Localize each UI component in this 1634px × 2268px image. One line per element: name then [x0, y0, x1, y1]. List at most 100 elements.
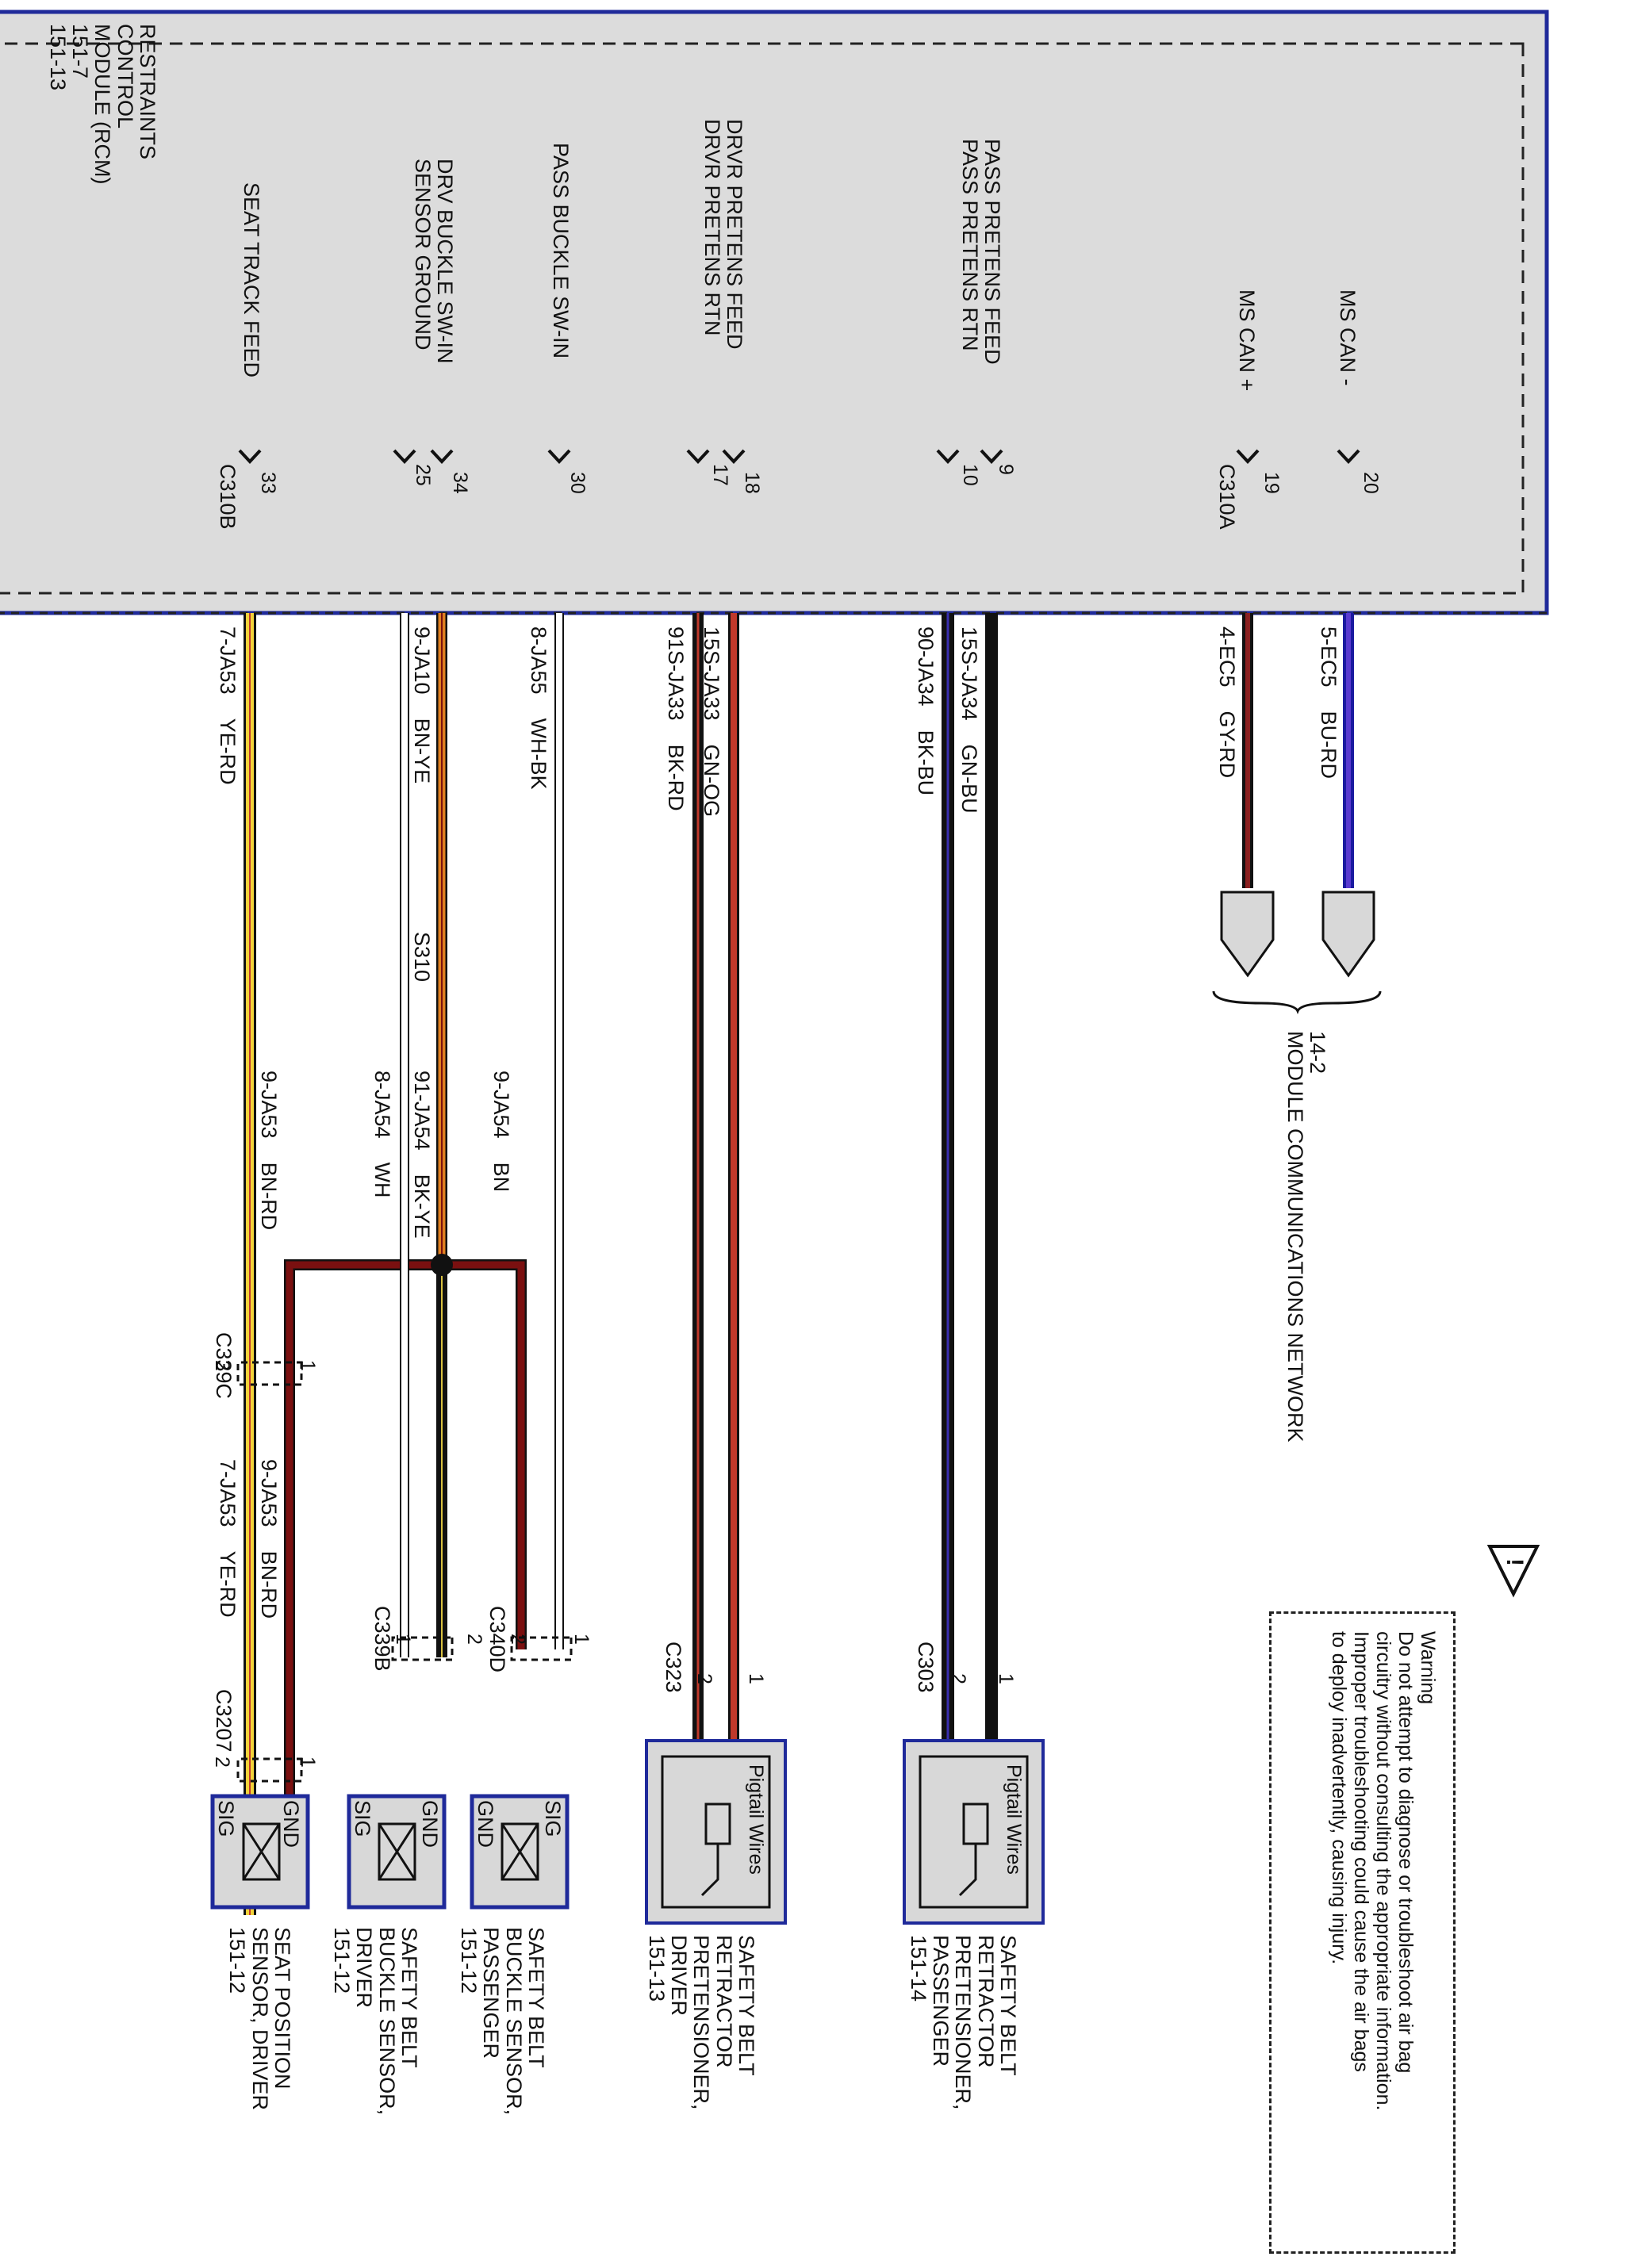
component-name-line: SAFETY BELT	[524, 1927, 548, 2068]
rcm-name-line-3: MODULE (RCM)	[90, 24, 115, 185]
rcm-name-line-1: RESTRAINTS	[136, 24, 159, 160]
wire-label-circuit: 7-JA53 YE-RD	[216, 626, 240, 785]
c339c-pin-2: 2	[211, 1360, 233, 1371]
wire-label-circuit: 5-EC5 BU-RD	[1317, 626, 1341, 779]
pin-num-25: 25	[412, 464, 434, 486]
wire-color: BK-YE	[410, 1174, 434, 1239]
c340d-pin-1: 1	[570, 1634, 593, 1645]
wire-color: BN-YE	[410, 718, 434, 784]
wire-label-circuit: 8-JA55 WH-BK	[527, 626, 550, 790]
warning-title: Warning	[1417, 1631, 1439, 1705]
seat-sensor-sig: SIG	[214, 1800, 238, 1837]
splice-s310-dot	[431, 1254, 453, 1276]
wire-color: BK-RD	[664, 744, 688, 811]
warning-triangle	[1486, 1545, 1540, 1598]
wire-color: BN-RD	[257, 1162, 281, 1231]
pass-pretensioner-box	[903, 1739, 1045, 1925]
sensor-symbols	[242, 1822, 539, 1881]
pin-num-19: 19	[1260, 472, 1283, 494]
drv-buckle-sig: SIG	[351, 1800, 374, 1837]
wire-label-circuit: 9-JA54 BN	[489, 1071, 513, 1192]
wire-label-circuit: 15S-JA34 GN-BU	[957, 626, 981, 814]
drv-pretensioner-box	[645, 1739, 787, 1925]
pin-num-33: 33	[257, 472, 279, 494]
warning-line: to deploy inadvertently, causing injury.	[1328, 1631, 1350, 1965]
c339b-pin-1: 1	[392, 1634, 414, 1645]
pin-label-drv-buckle-sw-in: DRV BUCKLE SW-IN	[433, 159, 457, 364]
warning-symbol: !	[1502, 1558, 1528, 1566]
component-name-line: DRIVER	[666, 1935, 691, 2017]
component-name-line: PASSENGER	[928, 1935, 953, 2067]
wire-circuit: 7-JA53	[216, 626, 240, 695]
pin-label-seat-track-feed: SEAT TRACK FEED	[240, 182, 263, 378]
component-name-line: 151-12	[456, 1927, 481, 1994]
connector-c323: C323	[662, 1642, 685, 1693]
inline-connector-boxes	[236, 1361, 1005, 1783]
c303-pin-2: 2	[947, 1673, 969, 1684]
c3207-pin-1: 1	[297, 1757, 319, 1768]
c340d-pin-2: 2	[507, 1634, 529, 1645]
pin-num-18: 18	[741, 472, 763, 494]
connector-c310a: C310A	[1215, 464, 1239, 530]
wire-circuit: 91S-JA33	[664, 626, 688, 721]
rcm-name-line-2: CONTROL	[113, 24, 137, 129]
pin-num-17: 17	[709, 464, 731, 486]
c3207-pin-2: 2	[211, 1757, 233, 1768]
connector-c310b: C310B	[216, 464, 240, 530]
network-ref-code: 14-2	[1306, 1031, 1329, 1075]
wire-circuit: 91-JA54	[410, 1071, 434, 1151]
pass-buckle-gnd: GND	[474, 1800, 497, 1848]
component-name-line: 151-13	[644, 1935, 669, 2002]
pin-label-pass-pretens-rtn: PASS PRETENS RTN	[957, 139, 982, 351]
component-name-line: 151-12	[225, 1927, 250, 1994]
connector-c340d: C340D	[485, 1606, 509, 1673]
wire-color: WH	[370, 1162, 394, 1198]
pass-buckle-sig: SIG	[541, 1800, 565, 1837]
component-name-line: BUCKLE SENSOR,	[374, 1927, 399, 2116]
rcm-name-line-5: 151-13	[45, 24, 70, 91]
splice-s310: S310	[410, 932, 434, 983]
wire-label-circuit: 8-JA54 WH	[370, 1071, 394, 1198]
pin-num-34: 34	[449, 472, 471, 494]
pin-num-30: 30	[566, 472, 589, 494]
wire-circuit: 9-JA53	[257, 1459, 281, 1527]
pin-num-9: 9	[995, 464, 1017, 475]
c323-pin-1: 1	[745, 1673, 767, 1684]
component-name-line: SEAT POSITION	[270, 1927, 294, 2090]
connector-c303: C303	[914, 1642, 938, 1693]
component-name-line: PASSENGER	[479, 1927, 504, 2059]
connector-c3207: C3207	[212, 1689, 236, 1753]
component-name-line: PRETENSIONER,	[689, 1935, 714, 2110]
seat-sensor-gnd: GND	[279, 1800, 303, 1848]
warning-line: Do not attempt to diagnose or troublesho…	[1394, 1631, 1417, 2074]
wire-circuit: 7-JA53	[216, 1459, 240, 1527]
c339b-pin-2: 2	[463, 1634, 485, 1645]
pin-label-drvr-pretens-rtn: DRVR PRETENS RTN	[700, 119, 724, 336]
pin-label-drvr-pretens-feed: DRVR PRETENS FEED	[723, 119, 746, 350]
wire-label-circuit: 91-JA54 BK-YE	[410, 1071, 434, 1239]
pin-label-ms-can-minus: MS CAN -	[1336, 289, 1360, 386]
pin-label-pass-pretens-feed: PASS PRETENS FEED	[980, 139, 1004, 365]
pass-pretensioner-pigtail: Pigtail Wires	[1003, 1764, 1025, 1875]
wire-circuit: 90-JA34	[914, 626, 938, 707]
drv-buckle-gnd: GND	[418, 1800, 442, 1848]
pin-num-10: 10	[959, 464, 981, 486]
wire-color: BK-BU	[914, 730, 938, 796]
network-ref-title: MODULE COMMUNICATIONS NETWORK	[1283, 1031, 1307, 1442]
wire-circuit: 9-JA10	[410, 626, 434, 695]
warning-line: Improper troubleshooting could cause the…	[1350, 1631, 1372, 2072]
wire-circuit: 15S-JA33	[700, 626, 723, 721]
c323-pin-2: 2	[693, 1673, 715, 1684]
wire-circuit: 15S-JA34	[957, 626, 981, 721]
pin-label-ms-can-plus: MS CAN +	[1235, 289, 1259, 392]
